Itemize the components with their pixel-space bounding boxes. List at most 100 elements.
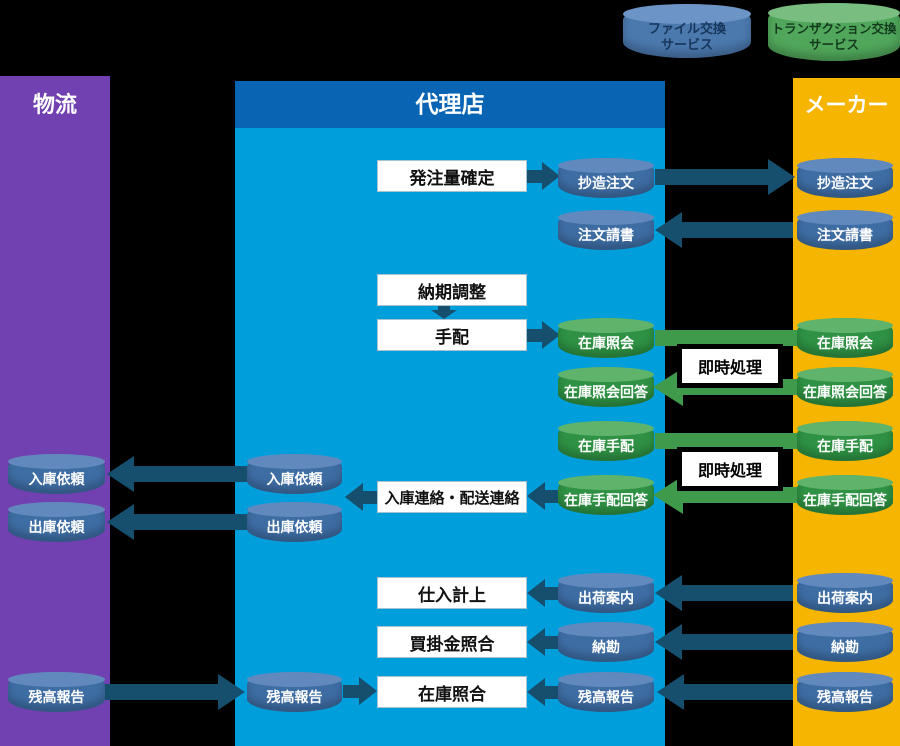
logistics-column: 物流 [0,76,110,746]
datastore-stock-arrangement-agency: 在庫手配 [558,421,654,461]
arrow-balance-maker-to-agency [657,674,793,710]
arrow-order-ack-maker-to-agency [655,212,793,248]
arrow-shaft [655,169,768,185]
arrow-balance-logistics-to-agency [105,674,245,710]
arrow-head [359,677,377,705]
arrow-shaft [527,170,542,183]
datastore-balance-report-maker: 残高報告 [797,672,893,712]
arrow-balance-to-inventory-matching-left [343,677,377,705]
realtime-processing-box-inquiry: 即時処理 [677,344,783,388]
arrow-head [542,162,560,190]
arrow-shaft [134,514,248,530]
datastore-label: 在庫照会回答 [564,383,648,400]
datastore-label: 在庫手配回答 [564,491,648,508]
arrow-head [345,483,363,511]
datastore-label: 在庫照会 [578,334,634,351]
realtime-processing-box-arrangement: 即時処理 [677,447,783,491]
datastore-papermaking-order-maker: 抄造注文 [797,158,893,198]
file-exchange-service-cylinder: ファイル交換 サービス [623,4,751,58]
arrow-shaft [655,330,797,346]
arrow-head [527,579,545,607]
process-inbound-delivery-contact: 入庫連絡・配送連絡 [377,481,527,513]
arrow-settlement-maker-to-agency [655,624,793,660]
datastore-balance-report-logistics: 残高報告 [8,672,105,712]
datastore-stock-inquiry-maker: 在庫照会 [797,318,893,358]
arrow-head [527,678,545,706]
datastore-balance-report-agency-left: 残高報告 [247,672,342,712]
arrow-shaft [684,684,793,700]
datastore-label: 出荷案内 [578,589,634,606]
datastore-label: 入庫依頼 [28,470,85,487]
arrow-shaft [134,466,248,482]
datastore-delivery-settlement-maker: 納勘 [797,622,893,662]
arrow-inbound-contact-to-requests [345,483,377,511]
arrow-shaft [545,686,560,699]
agency-column-title: 代理店 [415,91,485,117]
datastore-label: 納勘 [831,638,859,655]
datastore-label: 在庫手配 [578,437,634,454]
arrow-shaft [438,305,450,311]
process-label: 在庫照合 [418,684,486,704]
arrow-orderqty-to-papermaking-order [527,162,560,190]
arrow-shaft [105,684,218,700]
arrow-head [107,504,134,540]
datastore-label: 残高報告 [578,688,634,705]
arrow-settlement-to-payable-matching [527,628,560,656]
transaction-exchange-service-cylinder: トランザクション交換 サービス [768,3,900,61]
process-label: 買掛金照合 [409,634,495,654]
arrow-stock-inquiry-agency-to-maker [655,330,797,346]
datastore-label: 在庫手配 [817,437,873,454]
datastore-stock-inquiry-agency: 在庫照会 [558,318,654,358]
process-delivery-date-adjust: 納期調整 [377,274,527,306]
file-exchange-service-label: ファイル交換 サービス [647,20,726,52]
datastore-stock-inquiry-reply-agency: 在庫照会回答 [558,367,654,407]
datastore-label: 出荷案内 [817,589,873,606]
process-label: 納期調整 [418,282,486,302]
arrow-delivery-adjust-to-arrangement [431,305,457,319]
datastore-label: 在庫手配回答 [803,491,887,508]
arrow-head [431,310,457,319]
datastore-label: 在庫照会 [817,334,873,351]
arrow-head [527,482,545,510]
datastore-label: 残高報告 [817,688,873,705]
arrow-head [542,321,560,349]
arrow-papermaking-order-agency-to-maker [655,159,795,195]
process-label: 発注量確定 [409,168,495,188]
datastore-inbound-request-agency: 入庫依頼 [247,454,342,494]
process-arrangement: 手配 [377,319,527,351]
datastore-label: 出庫依頼 [266,518,323,535]
arrow-shaft [545,490,560,503]
arrow-head [655,212,682,248]
datastore-shipping-notice-maker: 出荷案内 [797,573,893,613]
datastore-label: 出庫依頼 [28,518,85,535]
datastore-outbound-request-logistics: 出庫依頼 [8,502,105,542]
datastore-label: 注文請書 [817,226,873,243]
datastore-stock-inquiry-reply-maker: 在庫照会回答 [797,367,893,407]
arrow-outbound-request-agency-to-logistics [107,504,248,540]
datastore-papermaking-order-agency: 抄造注文 [558,158,654,198]
process-purchase-posting: 仕入計上 [377,577,527,609]
arrow-head [107,456,134,492]
arrow-head [657,674,684,710]
datastore-balance-report-agency-right: 残高報告 [558,672,654,712]
datastore-label: 入庫依頼 [266,470,323,487]
process-inventory-matching: 在庫照合 [377,676,527,708]
arrow-balance-to-inventory-matching-right [527,678,560,706]
datastore-order-ack-maker: 注文請書 [797,210,893,250]
datastore-outbound-request-agency: 出庫依頼 [247,502,342,542]
arrow-shaft [545,587,560,600]
arrow-shaft [343,685,359,698]
datastore-stock-arrangement-reply-agency: 在庫手配回答 [558,475,654,515]
process-accounts-payable-matching: 買掛金照合 [377,626,527,658]
arrow-arrangement-to-stock-inquiry [527,321,560,349]
process-label: 入庫連絡・配送連絡 [384,489,520,507]
datastore-shipping-notice-agency: 出荷案内 [558,573,654,613]
arrow-shipping-notice-maker-to-agency [655,575,793,611]
arrow-shaft [363,491,377,504]
arrow-shaft [527,329,542,342]
logistics-column-title: 物流 [32,92,77,117]
datastore-order-ack-agency: 注文請書 [558,210,654,250]
agency-column-header: 代理店 [235,81,665,128]
arrow-stock-arrangement-agency-to-maker [655,433,797,449]
